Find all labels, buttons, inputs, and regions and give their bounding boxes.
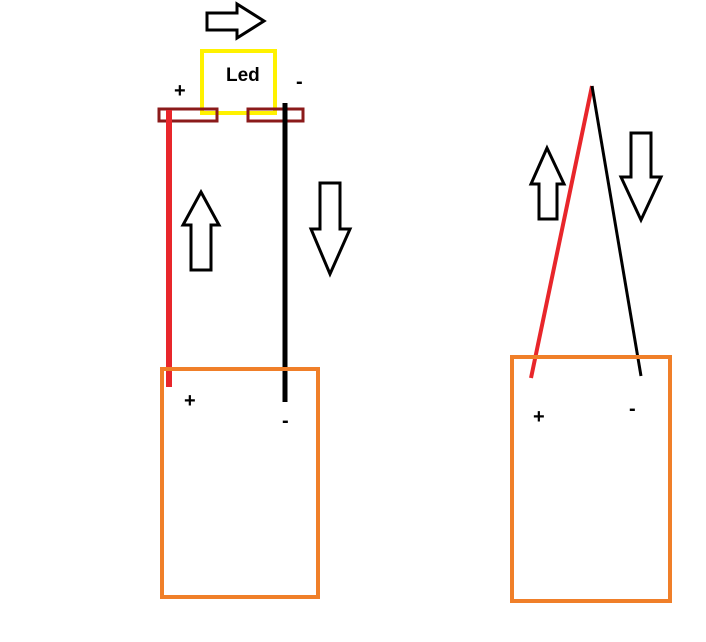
led-body: [200, 49, 277, 115]
positive-wire-right: [529, 85, 594, 379]
led-terminal-negative: [246, 107, 305, 123]
led-terminal-positive: [157, 107, 219, 123]
arrow-up-icon: [528, 144, 567, 221]
battery-left: [160, 367, 320, 599]
battery-right: [510, 355, 672, 603]
battery-left-minus-sign: -: [282, 410, 289, 432]
arrow-down-icon: [618, 131, 664, 224]
battery-right-plus-sign: +: [533, 406, 545, 428]
negative-wire-right: [590, 85, 643, 377]
arrow-up-icon: [180, 188, 222, 272]
led-label: Led: [226, 65, 260, 86]
led-plus-sign: +: [174, 80, 186, 102]
battery-right-minus-sign: -: [629, 398, 636, 420]
led-minus-sign: -: [296, 71, 303, 93]
arrow-right-icon: [205, 1, 267, 41]
arrow-down-icon: [308, 181, 353, 278]
battery-left-plus-sign: +: [184, 390, 196, 412]
